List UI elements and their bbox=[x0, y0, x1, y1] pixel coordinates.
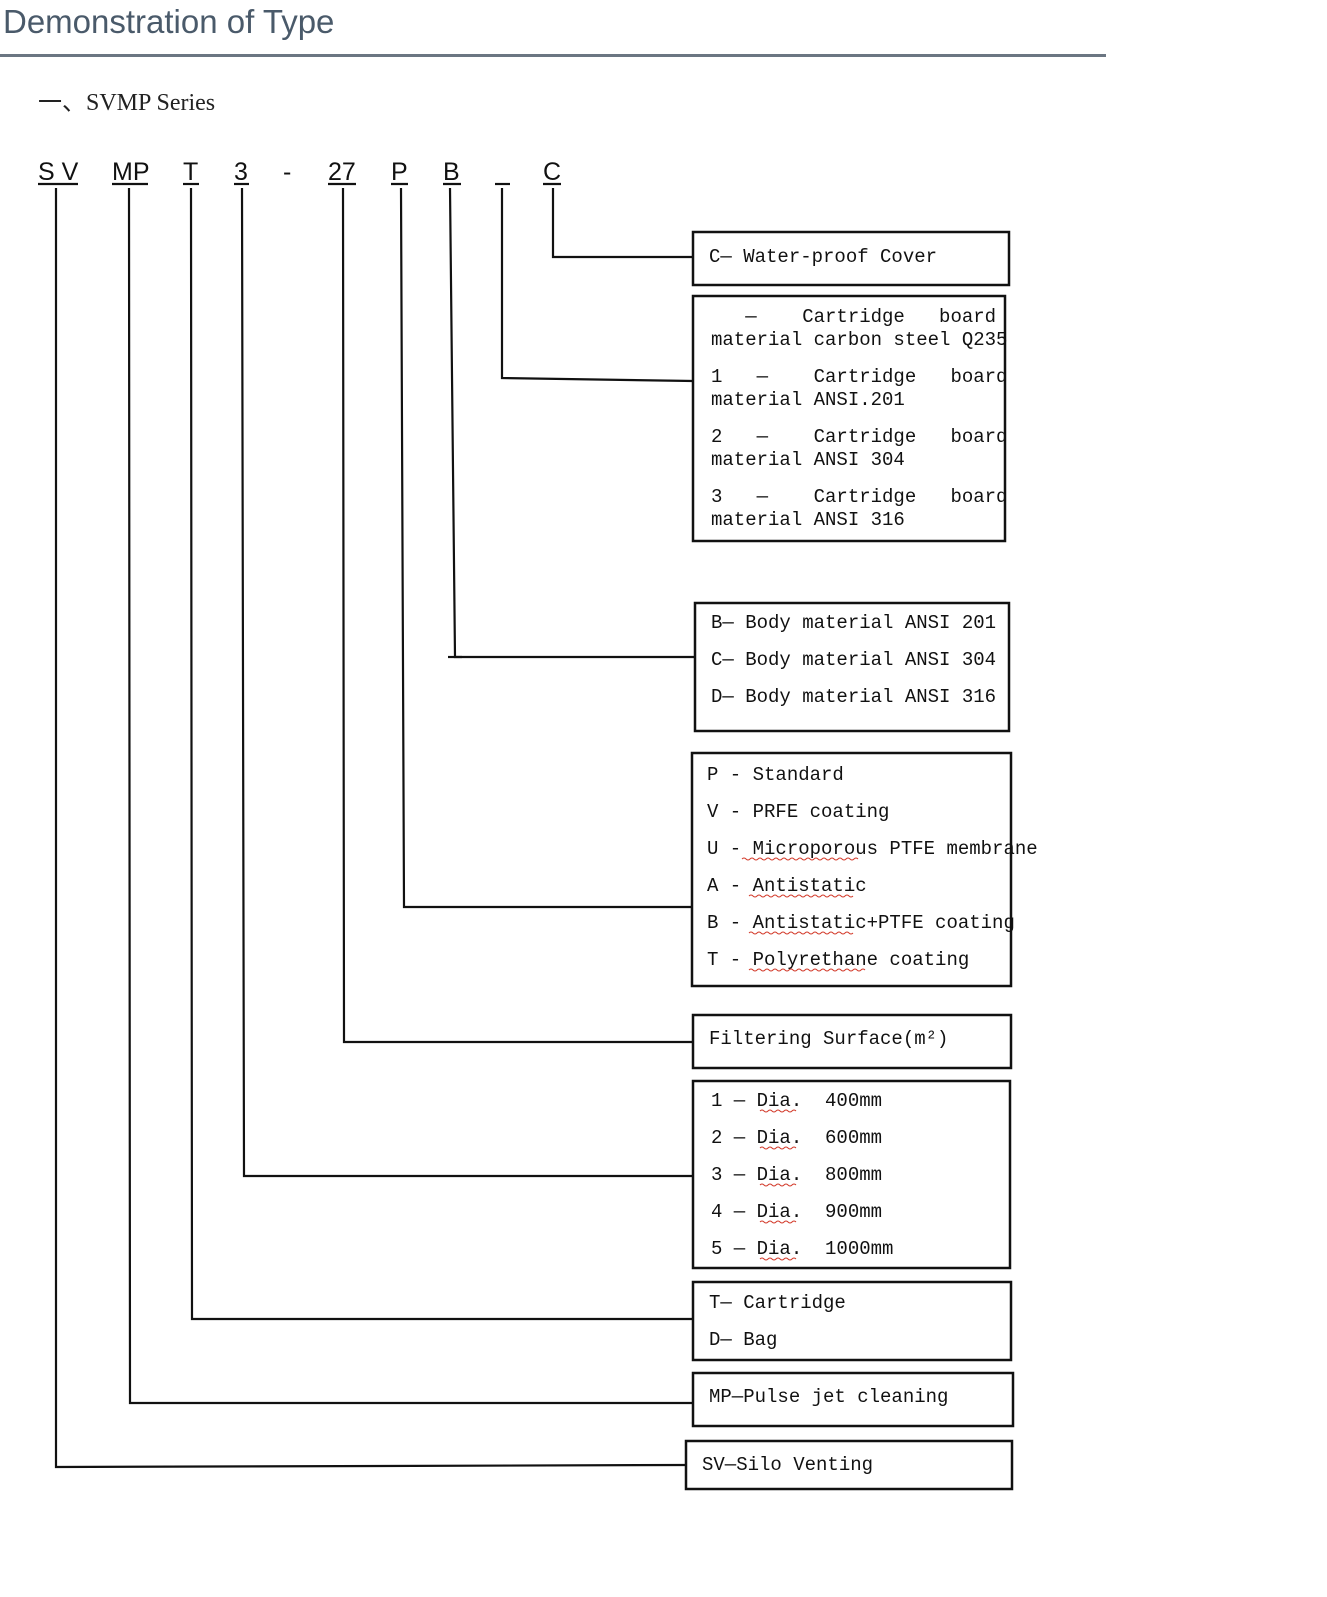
connector-c bbox=[551, 188, 693, 259]
box-line: — Cartridge board bbox=[711, 306, 996, 328]
connector-mp bbox=[127, 187, 693, 1405]
box-line: D— Body material ANSI 316 bbox=[711, 686, 996, 708]
box-line: U - Microporous PTFE membrane bbox=[707, 838, 1038, 860]
box-line: 2 — Cartridge board bbox=[711, 426, 1007, 448]
box-line: material ANSI 304 bbox=[711, 449, 905, 471]
code-letter-t: T bbox=[183, 158, 198, 186]
spellcheck-underline bbox=[748, 931, 854, 935]
spellcheck-underline bbox=[759, 1220, 797, 1224]
box-line: A - Antistatic bbox=[707, 875, 867, 897]
box-filtering-surface: Filtering Surface(m²) bbox=[691, 1013, 1013, 1070]
box-line: 3 — Dia. 800mm bbox=[711, 1164, 882, 1186]
connector-t bbox=[189, 187, 693, 1321]
box-line: D— Bag bbox=[709, 1329, 777, 1351]
connector-b bbox=[448, 187, 694, 659]
box-application: SV—Silo Venting bbox=[684, 1439, 1014, 1491]
box-line: T— Cartridge bbox=[709, 1292, 846, 1314]
box-line: SV—Silo Venting bbox=[702, 1454, 873, 1476]
box-waterproof-cover: C— Water-proof Cover bbox=[691, 230, 1011, 287]
code-letter-c: C bbox=[543, 158, 561, 186]
code-letters: S V MP T 3 - 27 P B C bbox=[38, 158, 561, 186]
box-line: C— Body material ANSI 304 bbox=[711, 649, 996, 671]
code-letter-27: 27 bbox=[328, 158, 356, 186]
box-line: 2 — Dia. 600mm bbox=[711, 1127, 882, 1149]
connector-sv bbox=[54, 188, 687, 1469]
title-divider bbox=[0, 54, 1106, 57]
box-filter-media: P - Standard V - PRFE coating U - Microp… bbox=[690, 751, 1038, 988]
spellcheck-underline bbox=[759, 1146, 797, 1150]
box-line: 5 — Dia. 1000mm bbox=[711, 1238, 893, 1260]
code-letter-dash: - bbox=[283, 158, 291, 186]
box-body-material: B— Body material ANSI 201 C— Body materi… bbox=[693, 601, 1011, 733]
connector-p bbox=[399, 187, 692, 909]
box-cleaning: MP—Pulse jet cleaning bbox=[691, 1371, 1015, 1428]
box-line: material ANSI 316 bbox=[711, 509, 905, 531]
connector-blank bbox=[500, 188, 694, 383]
spellcheck-underline bbox=[741, 857, 859, 861]
box-line: Filtering Surface(m²) bbox=[709, 1028, 948, 1050]
code-letter-sv: S V bbox=[38, 158, 79, 186]
box-line: 1 — Cartridge board bbox=[711, 366, 1007, 388]
box-line: T - Polyrethane coating bbox=[707, 949, 969, 971]
box-line: MP—Pulse jet cleaning bbox=[709, 1386, 948, 1408]
connectors bbox=[54, 187, 694, 1469]
spellcheck-underline bbox=[759, 1183, 797, 1187]
box-line: 3 — Cartridge board bbox=[711, 486, 1007, 508]
box-line: 4 — Dia. 900mm bbox=[711, 1201, 882, 1223]
box-line: material ANSI.201 bbox=[711, 389, 905, 411]
code-letter-mp: MP bbox=[112, 158, 150, 186]
spellcheck-underline bbox=[759, 1109, 797, 1113]
box-line: V - PRFE coating bbox=[707, 801, 889, 823]
code-letter-p: P bbox=[391, 158, 408, 186]
spellcheck-underline bbox=[748, 894, 854, 898]
connector-3 bbox=[240, 187, 693, 1178]
connector-27 bbox=[341, 187, 693, 1044]
box-line: C— Water-proof Cover bbox=[709, 246, 937, 268]
box-line: 1 — Dia. 400mm bbox=[711, 1090, 882, 1112]
box-line: material carbon steel Q235 bbox=[711, 329, 1007, 351]
page-title: Demonstration of Type bbox=[3, 3, 335, 40]
box-diameter: 1 — Dia. 400mm 2 — Dia. 600mm 3 — Dia. 8… bbox=[691, 1079, 1012, 1270]
code-letter-3: 3 bbox=[234, 158, 248, 186]
spellcheck-underline bbox=[759, 1257, 797, 1261]
spellcheck-underline bbox=[748, 968, 866, 972]
box-cartridge-board-material: — Cartridge board material carbon steel … bbox=[691, 294, 1007, 543]
box-line: B - Antistatic+PTFE coating bbox=[707, 912, 1015, 934]
series-title: 一、SVMP Series bbox=[38, 90, 216, 116]
code-letter-b: B bbox=[443, 158, 460, 186]
box-element-type: T— Cartridge D— Bag bbox=[691, 1280, 1013, 1362]
box-line: P - Standard bbox=[707, 764, 844, 786]
box-line: B— Body material ANSI 201 bbox=[711, 612, 996, 634]
